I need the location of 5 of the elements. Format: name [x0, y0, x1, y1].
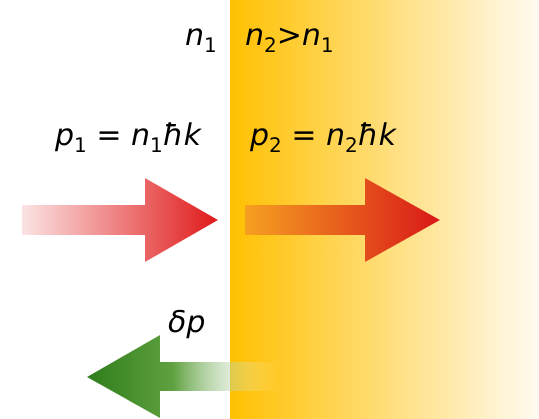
refractive-index-label: n$_{2}$>n$_{1}$ [245, 18, 334, 57]
momentum-label: p$_{2}$ = n$_{2}$ħk [250, 118, 396, 157]
refractive-index-label: n$_{1}$ [185, 18, 217, 57]
momentum-change-label: δp [168, 305, 206, 341]
momentum-label: p$_{1}$ = n$_{1}$ħk [55, 118, 201, 157]
